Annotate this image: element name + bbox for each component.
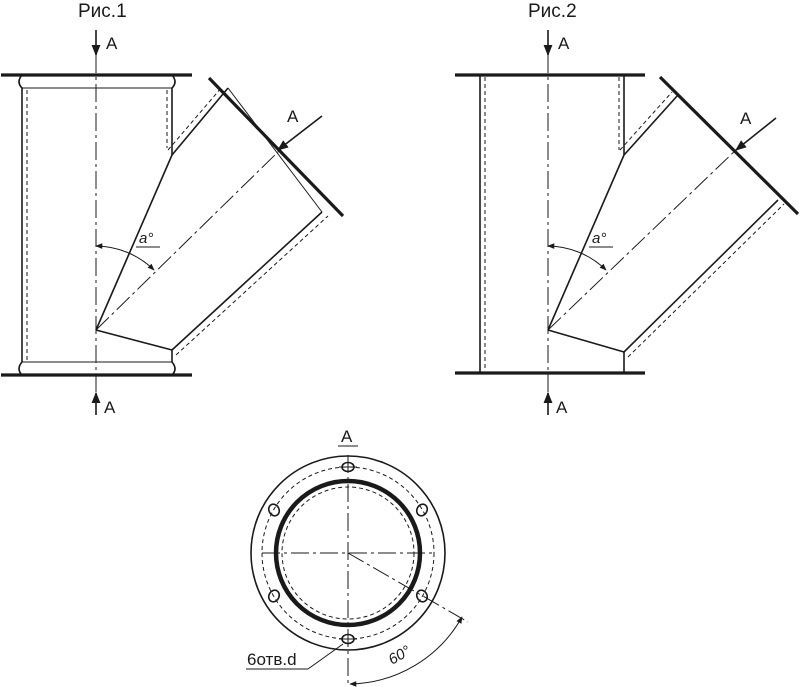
bolt-angle-label: 60° [386, 642, 414, 668]
figure-2-title: Рис.2 [528, 1, 577, 22]
bolt-hole [415, 503, 429, 517]
section-view-a: A 60° 6отв.d [246, 427, 469, 687]
section-letter-bottom: A [104, 398, 116, 417]
branch-upper-wall-hidden-2 [619, 91, 673, 151]
bolt-hole [267, 589, 281, 603]
figure-1-title: Рис.1 [78, 1, 127, 22]
bolt-angle-arc [349, 616, 463, 687]
branch-flange-2 [658, 75, 800, 216]
figure-2: Рис.2 A A a° A [455, 1, 800, 417]
top-flange-collar-right [171, 74, 176, 89]
bolt-angle-radial [347, 552, 469, 623]
branch-upper-wall-hidden [167, 86, 223, 151]
branch-lower-wall-2 [623, 199, 779, 353]
bottom-flange-collar-right [171, 361, 176, 376]
holes-leader [307, 643, 344, 670]
angle-label: a° [139, 230, 153, 247]
angle-arc-2 [547, 243, 607, 271]
branch-upper-wall-2 [623, 94, 679, 156]
bolt-hole [267, 503, 281, 517]
branch-section-letter-2: A [740, 109, 752, 128]
branch-lower-wall [171, 211, 323, 351]
section-letter-bottom-2: A [556, 398, 568, 417]
branch-flange [207, 76, 345, 218]
angle-arc [95, 243, 155, 271]
intersection-line-upper [95, 154, 173, 331]
intersection-line-lower [95, 329, 173, 351]
holes-label: 6отв.d [247, 650, 297, 669]
intersection-line-lower-2 [547, 329, 625, 353]
section-letter-top-2: A [558, 34, 570, 53]
branch-axis-2 [547, 147, 739, 331]
branch-lower-wall-hidden [175, 215, 329, 356]
branch-lower-wall-hidden-2 [627, 203, 785, 358]
branch-collar [227, 87, 323, 213]
branch-section-letter: A [287, 107, 299, 126]
section-view-title: A [341, 427, 353, 446]
angle-label-2: a° [592, 230, 606, 247]
branch-axis [95, 149, 281, 331]
section-letter-top: A [106, 34, 118, 53]
top-flange-collar-left [18, 74, 23, 89]
bolt-hole [415, 589, 429, 603]
branch-section-arrow [277, 115, 323, 151]
intersection-line-upper-2 [547, 154, 625, 331]
figure-1: Рис.1 A A [1, 1, 345, 417]
branch-section-arrow-2 [735, 117, 777, 151]
branch-upper-wall [171, 87, 229, 156]
bottom-flange-collar-left [18, 361, 23, 376]
